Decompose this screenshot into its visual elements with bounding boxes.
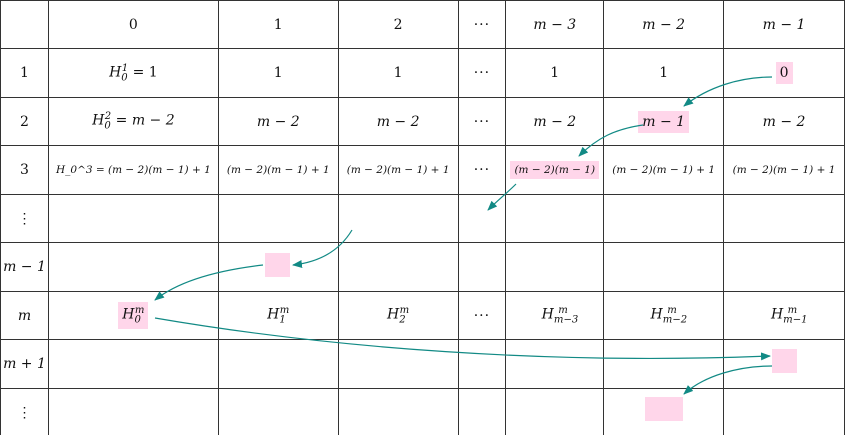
cell-r1-c5: 0 — [723, 48, 845, 98]
cell-r1-c0: H01 = 1 — [47, 48, 219, 98]
table-row: m − 1 — [0, 242, 845, 292]
col-header-m-3: m − 3 — [505, 0, 605, 49]
cell-rm-c5: Hm−1m — [723, 291, 845, 340]
highlight-box: 0 — [775, 62, 793, 84]
table-row: m H0m H1m H2m ··· Hm−3m Hm−2m Hm−1m — [0, 291, 845, 340]
cell-r2-c5: m − 2 — [723, 97, 845, 146]
cell-r2-dots: ··· — [457, 97, 507, 146]
row-label: 1 — [0, 48, 49, 98]
col-header-2: 2 — [337, 0, 459, 49]
cell-r3-c3: (m − 2)(m − 1) — [505, 145, 605, 195]
row-label: m — [0, 291, 49, 340]
highlight-box-empty — [772, 349, 797, 373]
table-row: ⋮ — [0, 388, 845, 435]
cell-r2-c2: m − 2 — [337, 97, 459, 146]
row-label: 2 — [0, 97, 49, 146]
cell-r3-c2: (m − 2)(m − 1) + 1 — [337, 145, 459, 195]
table-row: ⋮ — [0, 194, 845, 243]
cell-r3-c5: (m − 2)(m − 1) + 1 — [723, 145, 845, 195]
cell-r1-c2: 1 — [337, 48, 459, 98]
cell-r1-dots: ··· — [457, 48, 507, 98]
col-header-m-1: m − 1 — [723, 0, 845, 49]
cell-rm-c2: H2m — [337, 291, 459, 340]
highlight-box: (m − 2)(m − 1) — [510, 161, 600, 179]
cell-r3-c0: H_0^3 = (m − 2)(m − 1) + 1 — [47, 145, 219, 195]
table-row: 2 H02 = m − 2 m − 2 m − 2 ··· m − 2 m − … — [0, 97, 845, 146]
cell-r2-c0: H02 = m − 2 — [47, 97, 219, 146]
corner-cell — [0, 0, 49, 49]
highlight-box: m − 1 — [638, 110, 690, 133]
row-label: ⋮ — [0, 388, 49, 435]
cell-r3-dots: ··· — [457, 145, 507, 195]
highlight-box-empty — [265, 253, 290, 277]
cell-r1-c3: 1 — [505, 48, 605, 98]
row-label: m + 1 — [0, 339, 49, 389]
col-header-m-2: m − 2 — [603, 0, 725, 49]
cell-r3-c4: (m − 2)(m − 1) + 1 — [603, 145, 725, 195]
cell-r3-c1: (m − 2)(m − 1) + 1 — [217, 145, 339, 195]
cell-rm-dots: ··· — [457, 291, 507, 340]
highlight-box-empty — [645, 397, 683, 421]
col-header-1: 1 — [217, 0, 339, 49]
table-row: 3 H_0^3 = (m − 2)(m − 1) + 1 (m − 2)(m −… — [0, 145, 845, 195]
header-row: 0 1 2 ··· m − 3 m − 2 m − 1 — [0, 0, 845, 49]
table-row: m + 1 — [0, 339, 845, 389]
highlight-box: H0m — [118, 302, 149, 329]
cell-rm-c1: H1m — [217, 291, 339, 340]
cell-r1-c1: 1 — [217, 48, 339, 98]
cell-rm-c3: Hm−3m — [505, 291, 605, 340]
row-label: ⋮ — [0, 194, 49, 243]
cell-r2-c1: m − 2 — [217, 97, 339, 146]
cell-rm-c4: Hm−2m — [603, 291, 725, 340]
col-header-0: 0 — [47, 0, 219, 49]
table-row: 1 H01 = 1 1 1 ··· 1 1 0 — [0, 48, 845, 98]
col-header-dots: ··· — [457, 0, 507, 49]
row-label: 3 — [0, 145, 49, 195]
cell-r2-c3: m − 2 — [505, 97, 605, 146]
row-label: m − 1 — [0, 242, 49, 292]
cell-rm-c0: H0m — [47, 291, 219, 340]
cell-r2-c4: m − 1 — [603, 97, 725, 146]
cell-r1-c4: 1 — [603, 48, 725, 98]
